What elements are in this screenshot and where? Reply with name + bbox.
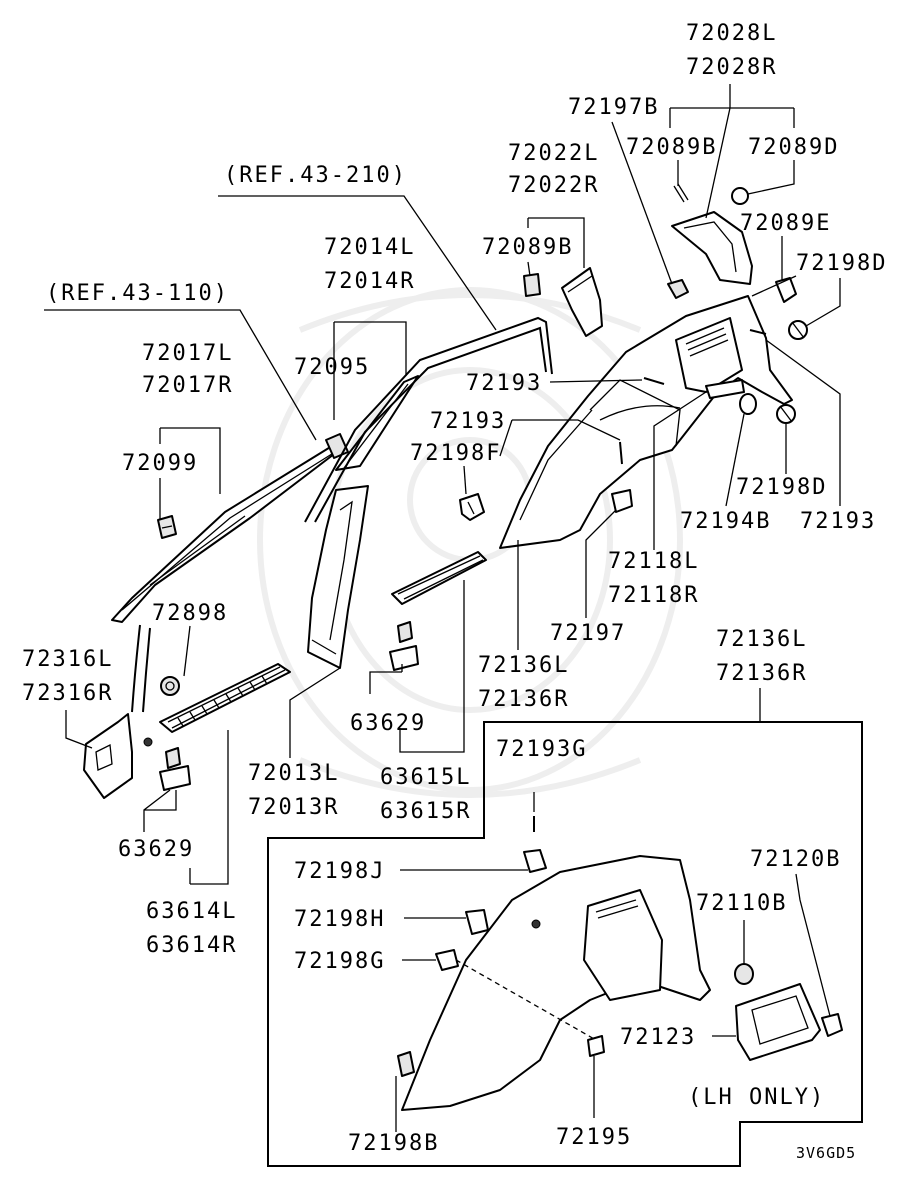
clip-63629-mid: [389, 621, 419, 671]
screw-72193-c: [749, 329, 767, 335]
part-labels: 72028L 72028R 72197B 72089B 72089D 72022…: [22, 21, 887, 1162]
label-72022L: 72022L: [508, 141, 599, 166]
label-72028R: 72028R: [686, 55, 777, 80]
label-72136L-mid: 72136L: [478, 653, 569, 678]
label-72193G: 72193G: [496, 737, 587, 762]
label-72198B: 72198B: [348, 1131, 439, 1156]
label-72099: 72099: [122, 451, 198, 476]
quarter-trim-72022: [561, 267, 603, 337]
label-72014R: 72014R: [324, 269, 415, 294]
label-72316R: 72316R: [22, 681, 113, 706]
label-63629-left: 63629: [118, 837, 194, 862]
label-72193-b: 72193: [430, 409, 506, 434]
label-72118L: 72118L: [608, 549, 699, 574]
label-72013R: 72013R: [248, 795, 339, 820]
clip-72198D-top: [788, 320, 808, 340]
label-72136R-right: 72136R: [716, 661, 807, 686]
label-63615R: 63615R: [380, 799, 471, 824]
label-72197: 72197: [550, 621, 626, 646]
label-72017L: 72017L: [142, 341, 233, 366]
clip-72089E: [775, 277, 797, 303]
windshield-moulding: [131, 624, 151, 713]
label-72118R: 72118R: [608, 583, 699, 608]
clip-72198F: [459, 493, 485, 521]
clip-72089D: [731, 187, 749, 205]
ref-43-210: (REF.43-210): [224, 163, 407, 188]
label-72194B: 72194B: [680, 509, 771, 534]
clip-72198D-bottom: [776, 404, 796, 424]
label-72898: 72898: [152, 601, 228, 626]
leader-lines: [44, 84, 841, 1132]
scuff-plate-63615: [391, 551, 487, 605]
label-72017R: 72017R: [142, 373, 233, 398]
watermark-crest: [257, 287, 683, 798]
label-63615L: 63615L: [380, 765, 471, 790]
clip-63629-left: [159, 747, 191, 791]
label-72316L: 72316L: [22, 647, 113, 672]
label-72193-c: 72193: [800, 509, 876, 534]
label-72089D: 72089D: [748, 135, 839, 160]
label-72120B: 72120B: [750, 847, 841, 872]
label-72195: 72195: [556, 1125, 632, 1150]
label-72198F: 72198F: [410, 441, 501, 466]
label-72095: 72095: [294, 355, 370, 380]
lh-inset-box: [267, 721, 863, 1167]
clip-72089B-mid: [523, 273, 541, 297]
label-72197B: 72197B: [568, 95, 659, 120]
screw-72193-b: [619, 441, 623, 465]
bracket-72316: [83, 713, 153, 799]
label-72198D-top: 72198D: [796, 251, 887, 276]
label-72028L: 72028L: [686, 21, 777, 46]
label-72193-a: 72193: [466, 371, 542, 396]
label-72136R-mid: 72136R: [478, 687, 569, 712]
label-63614L: 63614L: [146, 899, 237, 924]
grommet-72898: [160, 676, 180, 696]
label-72014L: 72014L: [324, 235, 415, 260]
diagram-code: 3V6GD5: [796, 1144, 856, 1162]
label-72089B-mid: 72089B: [482, 235, 573, 260]
screw-72193-a: [643, 377, 665, 385]
label-72198G: 72198G: [294, 949, 385, 974]
label-72089E: 72089E: [740, 211, 831, 236]
label-72089B-top: 72089B: [626, 135, 717, 160]
ref-43-110: (REF.43-110): [46, 281, 229, 306]
cap-72194B: [739, 393, 757, 415]
roof-moulding: [304, 316, 553, 523]
label-63614R: 63614R: [146, 933, 237, 958]
label-72136L-right: 72136L: [716, 627, 807, 652]
label-72022R: 72022R: [508, 173, 599, 198]
label-72110B: 72110B: [696, 891, 787, 916]
clip-72197B: [667, 279, 689, 299]
part-72118: [705, 379, 745, 399]
clip-72197: [611, 489, 633, 513]
label-72198H: 72198H: [294, 907, 385, 932]
clip-72089B-top: [673, 183, 689, 203]
scuff-plate-63614: [159, 663, 291, 733]
label-72123: 72123: [620, 1025, 696, 1050]
clip-72099: [157, 515, 177, 539]
label-72013L: 72013L: [248, 761, 339, 786]
label-lh-only: (LH ONLY): [688, 1085, 825, 1110]
label-72198D-bottom: 72198D: [736, 475, 827, 500]
upper-trim-72028: [671, 211, 753, 285]
label-72198J: 72198J: [294, 859, 385, 884]
label-63629-mid: 63629: [350, 711, 426, 736]
